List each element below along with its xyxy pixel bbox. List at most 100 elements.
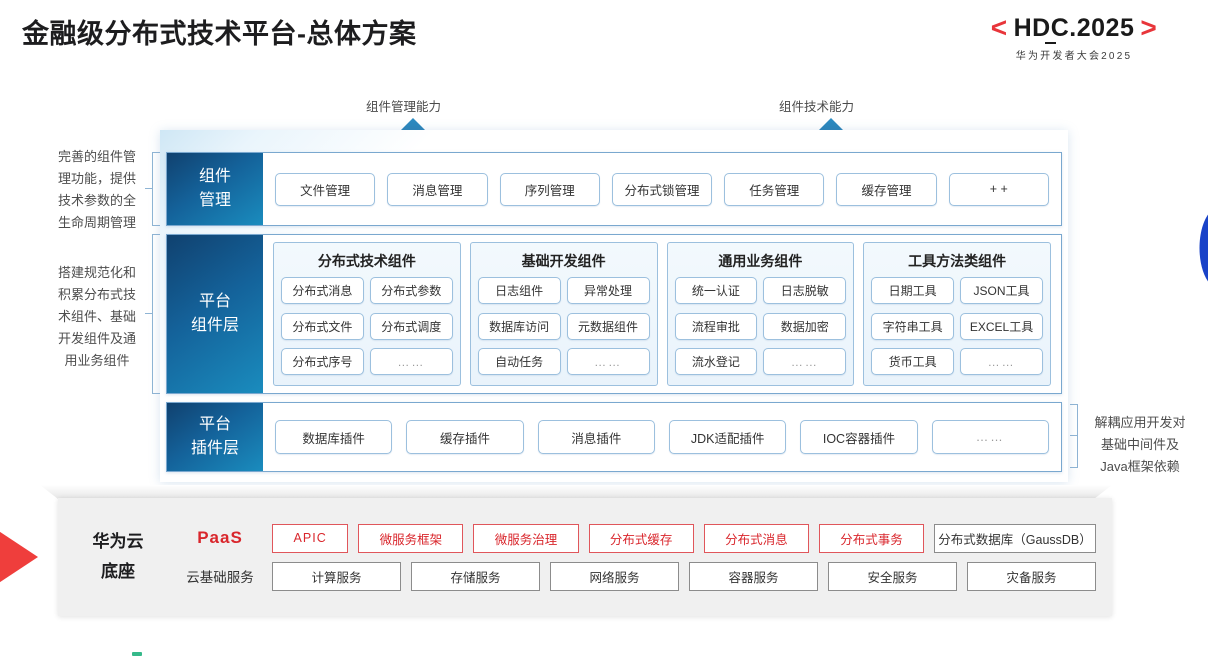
layer-row-component: 平台 组件层 分布式技术组件 分布式消息 分布式参数 分布式文件 分布式调度 分…: [166, 234, 1062, 394]
group-grid: 日期工具 JSON工具 字符串工具 EXCEL工具 货币工具 ……: [871, 277, 1043, 378]
chip-distributed-lock-management[interactable]: 分布式锁管理: [611, 172, 713, 206]
chip-item[interactable]: 分布式调度: [369, 312, 453, 340]
cloud-panel-bevel: [40, 485, 1112, 499]
layer-body-management: 文件管理 消息管理 序列管理 分布式锁管理 任务管理 缓存管理 + +: [263, 153, 1061, 225]
cloud-chip-distributed-database[interactable]: 分布式数据库（GaussDB）: [934, 523, 1096, 553]
chip-cache-management[interactable]: 缓存管理: [836, 172, 937, 206]
cloud-chip-security[interactable]: 安全服务: [828, 561, 957, 591]
cloud-chip-distributed-transaction[interactable]: 分布式事务: [818, 523, 925, 553]
cloud-chip-microservice-framework[interactable]: 微服务框架: [358, 523, 464, 553]
chip-ioc-container-plugin[interactable]: IOC容器插件: [800, 420, 918, 454]
left-bracket-icon: <: [990, 12, 1008, 43]
layer-label-plugin: 平台 插件层: [167, 403, 263, 471]
chip-sequence-management[interactable]: 序列管理: [499, 172, 600, 206]
group-title: 工具方法类组件: [908, 253, 1007, 269]
chip-item-more[interactable]: ……: [566, 348, 650, 376]
page-title: 金融级分布式技术平台-总体方案: [22, 19, 417, 49]
group-general-business: 通用业务组件 统一认证 日志脱敏 流程审批 数据加密 流水登记 ……: [666, 242, 855, 386]
bracket-tick: [145, 188, 152, 189]
chip-item[interactable]: 元数据组件: [566, 312, 650, 340]
group-tool-methods: 工具方法类组件 日期工具 JSON工具 字符串工具 EXCEL工具 货币工具 ……: [863, 242, 1051, 386]
hdc-underbar-icon: [1044, 41, 1056, 44]
chip-cache-plugin[interactable]: 缓存插件: [406, 420, 524, 454]
cloud-chip-distributed-message[interactable]: 分布式消息: [703, 523, 809, 553]
layer-label-management: 组件 管理: [167, 153, 263, 225]
cloud-panel-background: [58, 498, 1112, 616]
right-note-plugin: 解耦应用开发对 基础中间件及 Java框架依赖: [1094, 415, 1186, 474]
layer-body-component: 分布式技术组件 分布式消息 分布式参数 分布式文件 分布式调度 分布式序号 ………: [263, 235, 1061, 393]
cloud-panel-content: 华为云 底座 PaaS APIC 微服务框架 微服务治理 分布式缓存 分布式消息…: [58, 498, 1112, 616]
cloud-panel-title: 华为云 底座: [92, 532, 144, 581]
chip-item[interactable]: 字符串工具: [871, 312, 955, 340]
chip-item[interactable]: 流程审批: [674, 312, 758, 340]
cloud-chip-microservice-governance[interactable]: 微服务治理: [473, 523, 579, 553]
group-title: 基础开发组件: [521, 253, 606, 269]
chip-task-management[interactable]: 任务管理: [724, 172, 825, 206]
chip-item[interactable]: 数据库访问: [477, 312, 561, 340]
hdc-logo: < HDC.2025 > 华为开发者大会2025: [954, 12, 1194, 63]
group-basic-dev: 基础开发组件 日志组件 异常处理 数据库访问 元数据组件 自动任务 ……: [469, 242, 658, 386]
layer-body-plugin: 数据库插件 缓存插件 消息插件 JDK适配插件 IOC容器插件 ……: [263, 403, 1061, 471]
chip-jdk-adapter-plugin[interactable]: JDK适配插件: [668, 420, 787, 454]
chip-database-plugin[interactable]: 数据库插件: [275, 420, 393, 454]
cloud-chip-distributed-cache[interactable]: 分布式缓存: [588, 523, 694, 553]
chip-item[interactable]: 分布式序号: [281, 348, 364, 376]
bracket-tick: [1070, 435, 1077, 436]
chip-message-plugin[interactable]: 消息插件: [537, 420, 655, 454]
hdc-logo-label: HDC.2025: [1013, 13, 1135, 42]
chip-item[interactable]: 日志脱敏: [763, 277, 847, 304]
bracket-management: [152, 152, 160, 226]
hdc-logo-text: HDC.2025: [1013, 13, 1135, 44]
arrow-label-management: 组件管理能力: [366, 100, 442, 114]
group-title: 通用业务组件: [718, 253, 803, 269]
chip-more-management[interactable]: + +: [948, 172, 1049, 206]
chip-item[interactable]: 日志组件: [477, 277, 561, 304]
chip-item[interactable]: 统一认证: [674, 277, 758, 304]
chip-item[interactable]: 日期工具: [871, 277, 955, 304]
bracket-tick: [145, 313, 152, 314]
cloud-chip-container[interactable]: 容器服务: [689, 561, 818, 591]
cloud-chip-storage[interactable]: 存储服务: [411, 561, 540, 591]
chip-item[interactable]: 自动任务: [477, 348, 561, 376]
chip-item[interactable]: 异常处理: [566, 277, 650, 304]
chip-message-management[interactable]: 消息管理: [387, 172, 488, 206]
chip-item[interactable]: EXCEL工具: [960, 312, 1043, 340]
chip-item-more[interactable]: ……: [369, 348, 453, 376]
group-distributed-tech: 分布式技术组件 分布式消息 分布式参数 分布式文件 分布式调度 分布式序号 ……: [273, 242, 461, 386]
chip-item[interactable]: 分布式消息: [281, 277, 364, 304]
chip-item[interactable]: JSON工具: [960, 277, 1043, 304]
chip-item[interactable]: 货币工具: [871, 348, 955, 376]
layer-row-management: 组件 管理 文件管理 消息管理 序列管理 分布式锁管理 任务管理 缓存管理 + …: [166, 152, 1062, 226]
blue-lens-decoration: [1199, 214, 1208, 282]
arrow-label-technology: 组件技术能力: [779, 100, 855, 114]
cloud-row-paas: PaaS APIC 微服务框架 微服务治理 分布式缓存 分布式消息 分布式事务 …: [178, 523, 1096, 553]
left-note-management: 完善的组件管 理功能，提供 技术参数的全 生命周期管理: [57, 149, 136, 230]
chip-more-plugin[interactable]: ……: [931, 420, 1049, 454]
bracket-component: [152, 234, 160, 394]
cloud-chip-disaster-recovery[interactable]: 灾备服务: [967, 561, 1096, 591]
group-grid: 日志组件 异常处理 数据库访问 元数据组件 自动任务 ……: [477, 277, 650, 378]
group-title: 分布式技术组件: [317, 253, 416, 269]
cloud-chip-apic[interactable]: APIC: [272, 523, 349, 553]
huawei-cloud-panel: 华为云 底座 PaaS APIC 微服务框架 微服务治理 分布式缓存 分布式消息…: [40, 485, 1112, 616]
hdc-logo-subtitle: 华为开发者大会2025: [1015, 51, 1133, 62]
chip-item[interactable]: 流水登记: [674, 348, 758, 376]
paas-label: PaaS: [197, 528, 243, 547]
cloud-row-base: 云基础服务 计算服务 存储服务 网络服务 容器服务 安全服务 灾备服务: [178, 561, 1096, 591]
architecture-diagram: 组件 管理 文件管理 消息管理 序列管理 分布式锁管理 任务管理 缓存管理 + …: [160, 130, 1068, 482]
chip-file-management[interactable]: 文件管理: [275, 172, 376, 206]
chip-item[interactable]: 分布式文件: [281, 312, 364, 340]
green-marker-decoration: [132, 652, 142, 656]
cloud-chip-network[interactable]: 网络服务: [550, 561, 679, 591]
chip-item[interactable]: 数据加密: [763, 312, 847, 340]
chip-item[interactable]: 分布式参数: [369, 277, 453, 304]
cloud-rows: PaaS APIC 微服务框架 微服务治理 分布式缓存 分布式消息 分布式事务 …: [178, 523, 1112, 591]
cloud-chip-compute[interactable]: 计算服务: [272, 561, 401, 591]
chip-item-more[interactable]: ……: [763, 348, 847, 376]
chip-item-more[interactable]: ……: [960, 348, 1043, 376]
right-bracket-icon: >: [1140, 12, 1158, 43]
hdc-logo-main: < HDC.2025 >: [954, 12, 1194, 44]
left-note-component: 搭建规范化和 积累分布式技 术组件、基础 开发组件及通 用业务组件: [57, 265, 136, 368]
group-grid: 分布式消息 分布式参数 分布式文件 分布式调度 分布式序号 ……: [281, 277, 453, 378]
layer-label-component: 平台 组件层: [167, 235, 263, 393]
